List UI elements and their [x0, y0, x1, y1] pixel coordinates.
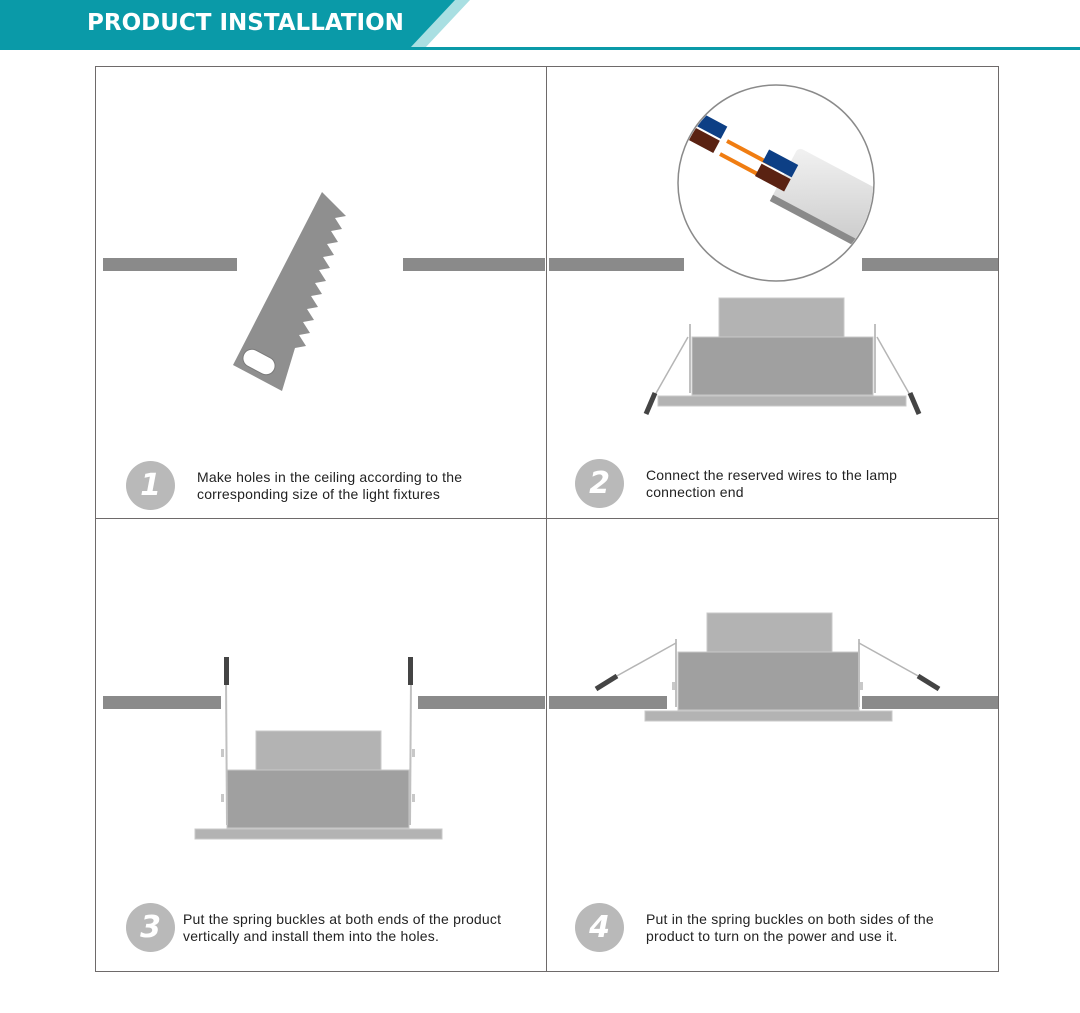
header-banner: [0, 0, 460, 48]
page-title: PRODUCT INSTALLATION: [87, 10, 404, 36]
ceiling-left: [103, 258, 237, 271]
step-description: Make holes in the ceiling according to t…: [197, 468, 463, 502]
step-3-caption: 3 Put the spring buckles at both ends of…: [126, 903, 501, 952]
step-4-panel: 4 Put in the spring buckles on both side…: [547, 519, 998, 971]
step-description: Connect the reserved wires to the lamp c…: [646, 466, 898, 500]
saw-illustration-icon: [103, 192, 545, 391]
step-number-badge: 3: [126, 903, 175, 952]
header-divider: [0, 47, 1080, 50]
step-number-badge: 2: [575, 459, 624, 508]
step-1-caption: 1 Make holes in the ceiling according to…: [126, 461, 462, 510]
step-2-caption: 2 Connect the reserved wires to the lamp…: [575, 459, 897, 508]
step-description: Put the spring buckles at both ends of t…: [183, 910, 502, 944]
installation-steps-grid: 1 Make holes in the ceiling according to…: [95, 66, 999, 972]
wiring-illustration-icon: [549, 84, 998, 415]
step-description: Put in the spring buckles on both sides …: [646, 910, 934, 944]
step-number-badge: 4: [575, 903, 624, 952]
section-header: PRODUCT INSTALLATION: [0, 0, 1080, 50]
step-2-panel: 2 Connect the reserved wires to the lamp…: [547, 67, 998, 519]
step-3-panel: 3 Put the spring buckles at both ends of…: [96, 519, 547, 971]
step-number-badge: 1: [126, 461, 175, 510]
spring-insert-illustration-icon: [103, 657, 545, 840]
installed-fixture-illustration-icon: [549, 612, 998, 722]
ceiling-right: [403, 258, 545, 271]
step-4-caption: 4 Put in the spring buckles on both side…: [575, 903, 934, 952]
step-1-panel: 1 Make holes in the ceiling according to…: [96, 67, 547, 519]
